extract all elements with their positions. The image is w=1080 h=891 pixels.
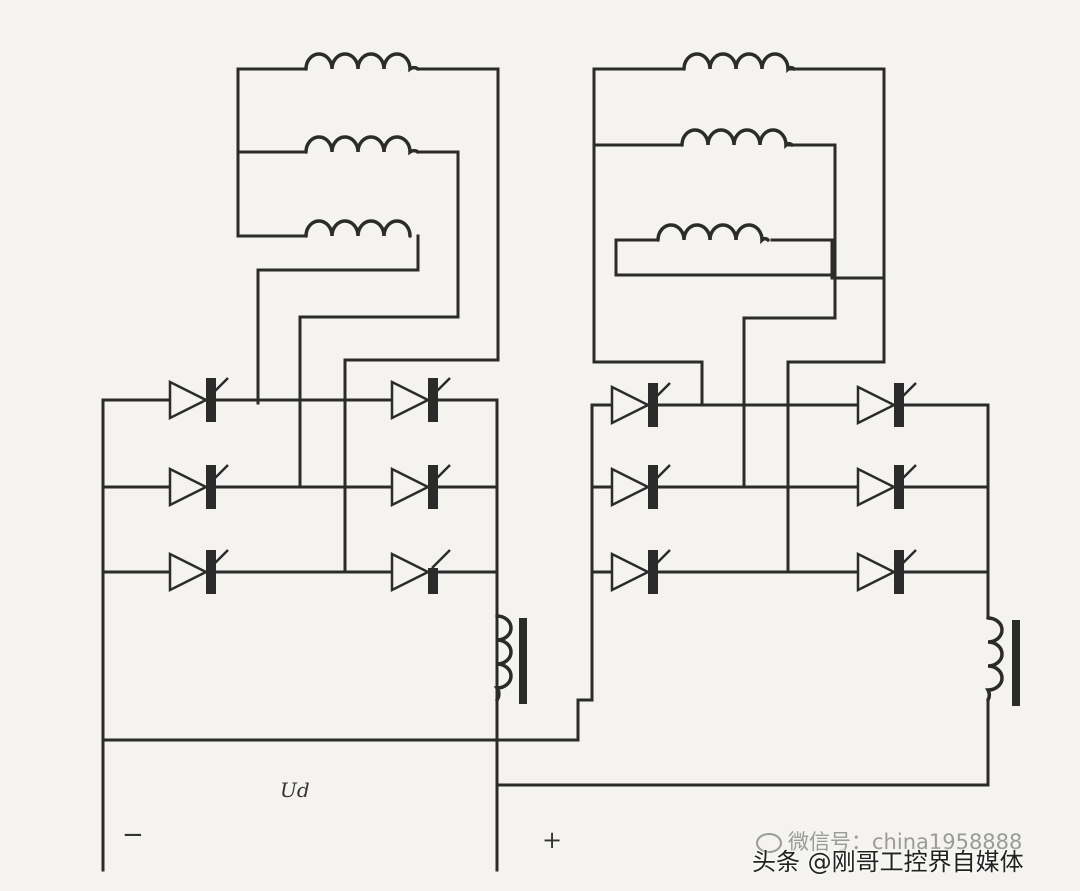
left-thyristor-4: [390, 377, 451, 422]
right-winding-1: [682, 52, 796, 74]
right-winding-wires: [592, 67, 886, 572]
left-winding-3: [304, 219, 412, 238]
right-winding-3: [656, 223, 770, 245]
watermark-toutiao: 头条 @刚哥工控界自媒体: [752, 848, 1024, 876]
negative-terminal-label: −: [122, 820, 144, 850]
right-inductor: [985, 616, 1020, 706]
wechat-icon: [756, 833, 782, 853]
right-thyristor-4: [856, 382, 917, 427]
left-thyristor-6: [390, 549, 451, 594]
right-winding-2: [680, 128, 794, 150]
watermark-line1: 微信号：china1958888: [788, 830, 1023, 854]
left-winding-1: [304, 52, 420, 73]
right-thyristor-1: [610, 382, 671, 427]
left-thyristor-3: [168, 549, 229, 594]
right-thyristor-5: [856, 464, 917, 509]
positive-terminal-label: +: [542, 826, 563, 854]
watermark-wechat: 微信号：china1958888: [756, 826, 1022, 856]
right-thyristor-6: [856, 549, 917, 594]
left-thyristor-5: [390, 464, 451, 509]
left-thyristor-2: [168, 464, 229, 509]
right-thyristor-2: [610, 464, 671, 509]
left-inductor: [493, 570, 527, 704]
left-winding-2: [304, 135, 420, 156]
dc-voltage-label: Ud: [280, 778, 310, 802]
right-thyristor-3: [610, 549, 671, 594]
left-thyristor-1: [168, 377, 229, 422]
left-winding-wires: [236, 67, 500, 572]
